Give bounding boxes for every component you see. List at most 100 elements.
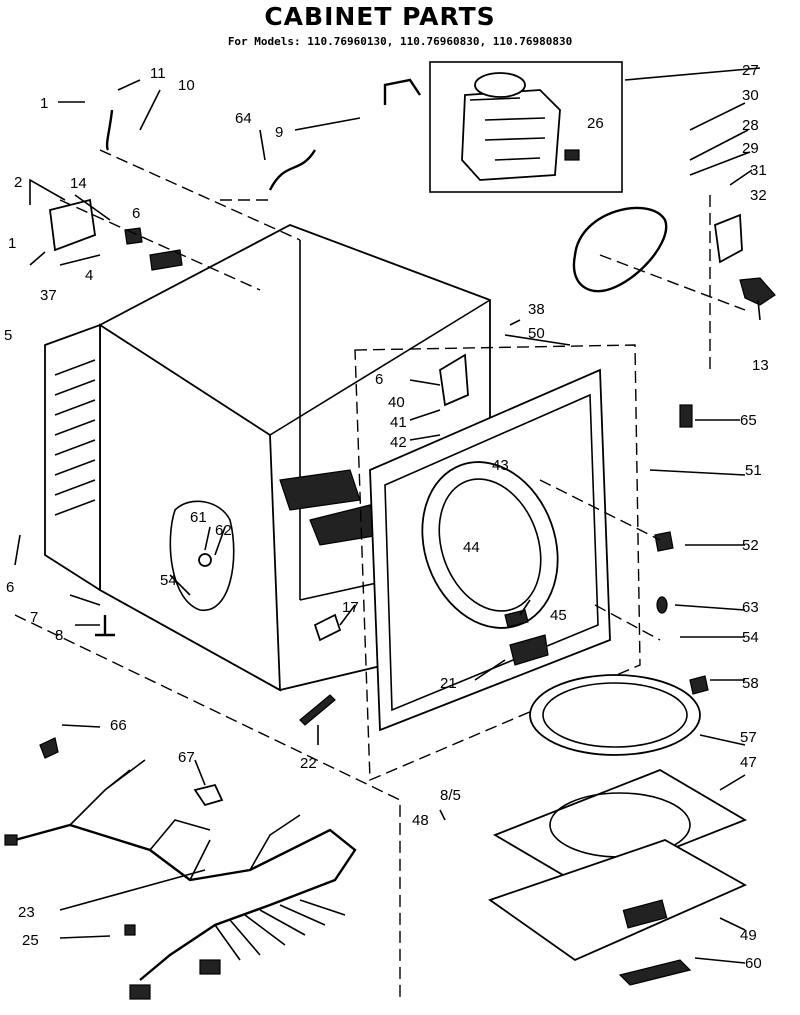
drum-glide-22: [299, 694, 336, 726]
callout-38: 38: [528, 301, 545, 318]
callout-3: 1: [40, 95, 48, 112]
power-cord-9: [383, 78, 421, 105]
door-assembly: [488, 674, 748, 986]
rear-panel-outline: [44, 323, 101, 592]
harness-connector-b: [129, 984, 151, 1000]
motor-fan: [474, 72, 526, 98]
callout-2: 2: [14, 174, 22, 191]
callout-10: 10: [178, 77, 195, 94]
idler-bracket-32: [714, 213, 743, 264]
callout-41: 41: [390, 414, 407, 431]
base-bracket-17: [313, 613, 342, 642]
terminal-block-61: [198, 553, 212, 567]
callout-30: 30: [742, 87, 759, 104]
callout-58: 58: [742, 675, 759, 692]
side-access-hole: [169, 500, 235, 611]
terminal-block-66: [39, 737, 59, 759]
callout-32: 32: [750, 187, 767, 204]
callout-51: 51: [745, 462, 762, 479]
callout-9: 9: [275, 124, 283, 141]
door-frame-47: [492, 769, 748, 886]
door-strike-45: [504, 609, 529, 628]
front-panel: [354, 344, 641, 782]
door-catch-52: [654, 531, 674, 552]
thermostat-cover-1: [49, 198, 96, 252]
callout-7: 7: [30, 609, 38, 626]
callout-50: 50: [528, 325, 545, 342]
callout-61: 61: [190, 509, 207, 526]
callout-52: 52: [742, 537, 759, 554]
callout-29: 29: [742, 140, 759, 157]
door-hinge-58: [689, 675, 709, 695]
rear-panel: [44, 323, 101, 592]
callout-22: 22: [300, 755, 317, 772]
motor-detail-lines: [469, 97, 546, 161]
callout-37: 37: [40, 287, 57, 304]
callout-13: 13: [752, 357, 769, 374]
page-title: CABINET PARTS: [264, 2, 496, 31]
terminal-block-4: [149, 249, 183, 271]
front-panel-dashed-assembly: [354, 344, 641, 782]
motor-clip-26: [564, 149, 580, 161]
door-strike-63: [656, 596, 668, 614]
bracket-14: [124, 227, 143, 245]
harness-branch-wires: [69, 759, 346, 961]
callout-64: 64: [235, 110, 252, 127]
front-panel-inset: [384, 393, 599, 712]
wire-harness: [4, 737, 357, 1000]
callout-62: 62: [215, 522, 232, 539]
wire-clip-25: [124, 924, 136, 936]
callout-54a: 54: [160, 572, 177, 589]
callout-8: 8: [55, 627, 63, 644]
callout-48: 48: [412, 812, 429, 829]
callout-65: 65: [740, 412, 757, 429]
wire-lead-11: [105, 109, 114, 151]
callout-26: 26: [587, 115, 604, 132]
idler-pulley-13: [739, 277, 776, 306]
callout-21: 21: [440, 675, 457, 692]
callout-11: 11: [150, 65, 166, 82]
door-handle-recess: [622, 899, 668, 929]
assembly-alignment-lines: [14, 149, 746, 1000]
callout-66: 66: [110, 717, 127, 734]
callout-4: 4: [85, 267, 93, 284]
revision-mark: 8/5: [440, 787, 461, 804]
switch-mount-21: [509, 634, 549, 666]
door-ring-inner: [542, 682, 688, 748]
callout-31: 31: [750, 162, 767, 179]
callout-6c: 6: [375, 371, 383, 388]
door-switch-bracket-40: [439, 353, 469, 407]
drive-belt: [572, 206, 668, 293]
drive-motor: [461, 89, 561, 181]
door-switch-65: [679, 404, 693, 428]
callout-6b: 6: [132, 205, 140, 222]
callout-60: 60: [745, 955, 762, 972]
harness-main-cable: [14, 823, 357, 981]
callout-14: 14: [70, 175, 87, 192]
door-handle-60: [618, 959, 692, 986]
rear-panel-vents: [54, 359, 96, 516]
door-opening-ring: [421, 461, 559, 629]
callout-17: 17: [342, 599, 359, 616]
cabinet-top-edge: [269, 299, 491, 436]
harness-connector-c: [199, 959, 221, 975]
callout-1: 1: [8, 235, 16, 252]
callout-54b: 54: [742, 629, 759, 646]
callout-47: 47: [740, 754, 757, 771]
model-numbers: For Models: 110.76960130, 110.76960830, …: [227, 35, 573, 48]
leveling-leg-8: [95, 615, 115, 637]
callout-40: 40: [388, 394, 405, 411]
callout-67: 67: [178, 749, 195, 766]
callout-leader-lines: [14, 67, 761, 964]
callout-27: 27: [742, 62, 759, 79]
callout-49: 49: [740, 927, 757, 944]
door-opening-inner: [438, 478, 542, 612]
callout-43: 43: [492, 457, 509, 474]
callout-42: 42: [390, 434, 407, 451]
door-panel-49: [488, 839, 748, 962]
callout-28: 28: [742, 117, 759, 134]
motor-inset-frame: [429, 61, 623, 193]
wire-lead-64: [268, 149, 317, 191]
